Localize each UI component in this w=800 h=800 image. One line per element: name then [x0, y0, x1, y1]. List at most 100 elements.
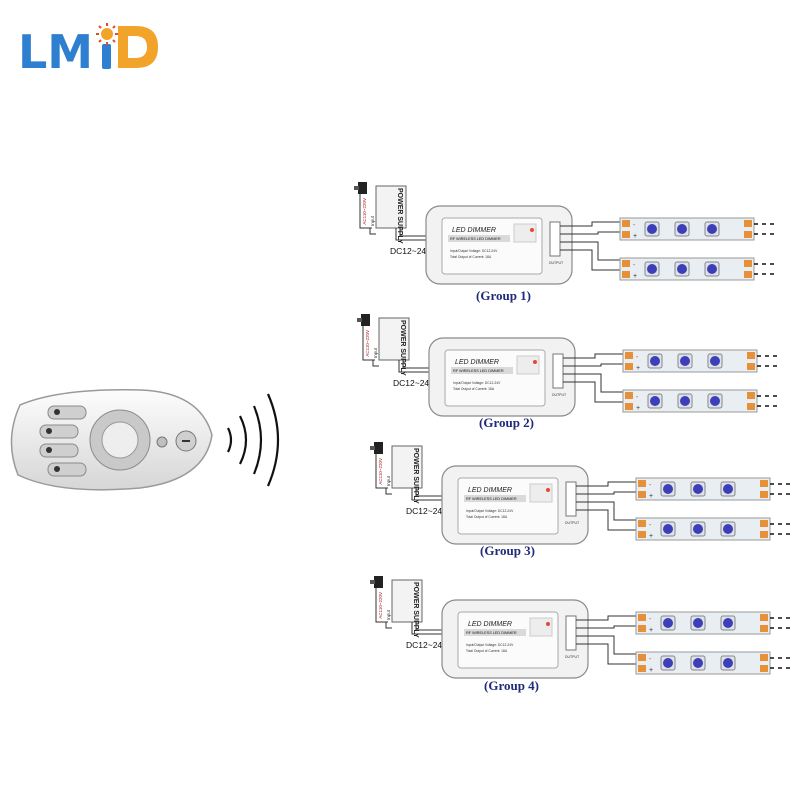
dimmer-subtitle-text: RF WIRELESS LED DIMMER: [466, 631, 517, 635]
strip-continuation: [754, 263, 774, 275]
strip-plus-text: +: [649, 627, 653, 634]
plug-icon: [361, 314, 370, 326]
dc-wire: [411, 622, 444, 635]
dc-voltage-text: DC12~24V: [390, 246, 432, 256]
strip-plus-text: +: [649, 493, 653, 500]
strip-pad: [625, 363, 633, 370]
ac-wire: [375, 588, 392, 629]
strip-minus-text: -: [636, 394, 639, 401]
dimmer-indicator-icon: [546, 488, 550, 492]
strip-pad: [760, 625, 768, 632]
led-chip-light: [677, 264, 687, 274]
output-wires: [560, 221, 622, 271]
strip-minus-text: -: [649, 656, 652, 663]
strip-pad: [622, 220, 630, 227]
output-terminal: [565, 481, 577, 517]
ac-input-text: AC110~220V: [378, 592, 383, 619]
logo-letter-d: [118, 26, 158, 68]
led-chip-light: [677, 224, 687, 234]
sun-icon: [96, 23, 118, 45]
dimmer-title-text: LED DIMMER: [452, 227, 496, 234]
group-3-label: (Group 3): [480, 543, 536, 558]
signal-waves-icon: [227, 393, 280, 487]
strip-pad: [744, 231, 752, 238]
led-chip-light: [680, 356, 690, 366]
input-text: Input: [370, 215, 375, 226]
dimmer-title-text: LED DIMMER: [468, 621, 512, 628]
strip-pad: [638, 654, 646, 661]
power-supply-text: POWER SUPPLY: [396, 188, 403, 244]
dimmer-logo-area: [513, 223, 537, 243]
plug-pins: [357, 318, 362, 322]
output-wires: [563, 353, 625, 403]
power-supply-text: POWER SUPPLY: [399, 320, 406, 376]
power-supply-box: [391, 579, 423, 623]
remote-control: [10, 389, 280, 491]
strip-continuation: [770, 483, 790, 495]
output-text: OUTPUT: [549, 261, 564, 265]
strip-plus-text: +: [649, 533, 653, 540]
output-wires: [576, 615, 638, 665]
strip-pad: [760, 531, 768, 538]
strip-pad: [747, 392, 755, 399]
plug-pins: [370, 580, 375, 584]
input-text: Input: [373, 347, 378, 358]
strip-continuation: [770, 657, 790, 669]
output-text: OUTPUT: [565, 655, 580, 659]
power-button: [156, 436, 168, 448]
strip-minus-text: -: [633, 262, 636, 269]
power-supply-text: POWER SUPPLY: [412, 448, 419, 504]
dimmer-indicator-icon: [546, 622, 550, 626]
dimmer-subtitle-bg: [448, 235, 510, 242]
strip-pad: [760, 614, 768, 621]
dimmer-logo-area: [529, 483, 553, 503]
dimmer-spec1-text: Input/Output Voltage: DC12-24V: [453, 381, 501, 385]
strip-continuation: [754, 223, 774, 235]
led-chip-light: [680, 396, 690, 406]
ac-input-text: AC110~220V: [365, 330, 370, 357]
power-supply-box: [391, 445, 423, 489]
led-chip-light: [663, 618, 673, 628]
plug-pins: [354, 186, 359, 190]
led-chip-light: [707, 224, 717, 234]
ac-wire: [375, 454, 392, 495]
strip-pad: [760, 654, 768, 661]
strip-minus-text: -: [649, 482, 652, 489]
strip-minus-text: -: [649, 616, 652, 623]
strip-continuation: [770, 617, 790, 629]
strip-pad: [638, 480, 646, 487]
strip-pad: [760, 520, 768, 527]
dc-wire: [398, 360, 431, 373]
led-chip-light: [663, 524, 673, 534]
output-terminal: [565, 615, 577, 651]
strip-pad: [625, 352, 633, 359]
group-4-label: (Group 4): [484, 678, 540, 693]
strip-plus-text: +: [633, 273, 637, 280]
dimmer-spec1-text: Input/Output Voltage: DC12-24V: [450, 249, 498, 253]
strip-pad: [622, 260, 630, 267]
dc-voltage-text: DC12~24V: [393, 378, 435, 388]
led-chip-light: [710, 356, 720, 366]
dimmer-subtitle-text: RF WIRELESS LED DIMMER: [450, 237, 501, 241]
output-wires: [576, 481, 638, 531]
group-1-label: (Group 1): [476, 288, 532, 303]
strip-pad: [760, 480, 768, 487]
led-chip-light: [650, 396, 660, 406]
led-chip-light: [693, 484, 703, 494]
led-chip-light: [693, 524, 703, 534]
strip-plus-text: +: [649, 667, 653, 674]
output-text: OUTPUT: [552, 393, 567, 397]
strip-continuation: [757, 395, 777, 407]
led-chip-light: [723, 618, 733, 628]
strip-plus-text: +: [636, 365, 640, 372]
led-chip-light: [723, 484, 733, 494]
strip-pad: [744, 220, 752, 227]
strip-pad: [747, 352, 755, 359]
ac-input-text: AC110~220V: [378, 458, 383, 485]
dimmer-subtitle-text: RF WIRELESS LED DIMMER: [453, 369, 504, 373]
dimmer-logo-area: [529, 617, 553, 637]
strip-pad: [638, 665, 646, 672]
